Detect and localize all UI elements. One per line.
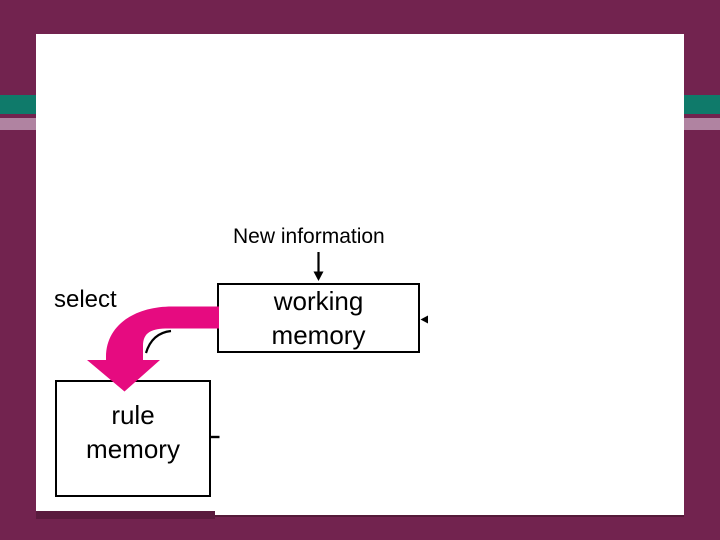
slide-shadow-right [215,515,684,517]
working-memory-line1: working [273,286,364,316]
rule-memory-line1: rule [111,399,155,430]
rule-memory-line2: memory [86,433,180,464]
working-memory-line2: memory [271,320,366,350]
rule-memory-box: rule memory [55,380,211,497]
select-label: select [54,286,117,313]
working-memory-box: working memory [217,283,420,353]
new-information-label: New information [233,225,385,248]
slide-shadow-left [36,511,215,519]
